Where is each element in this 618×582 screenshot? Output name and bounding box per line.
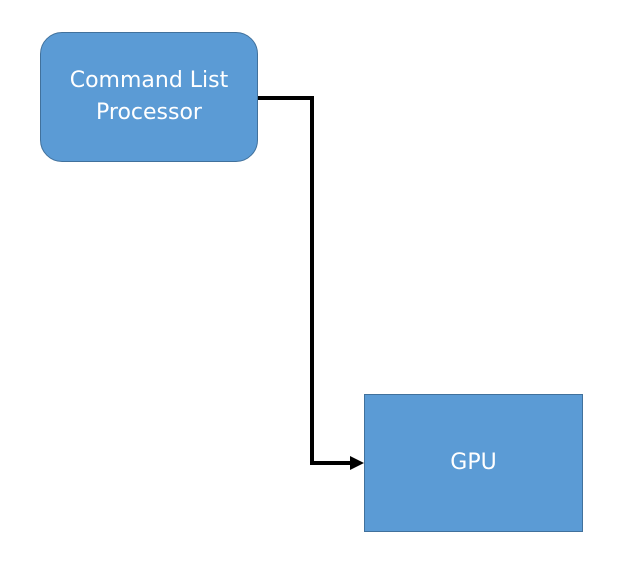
node-command-list-processor[interactable]: Command List Processor — [40, 32, 258, 162]
node-gpu[interactable]: GPU — [364, 394, 583, 532]
connector-line — [258, 96, 352, 465]
node-label: Command List Processor — [69, 68, 229, 125]
arrowhead-icon — [350, 456, 364, 470]
node-label: GPU — [450, 450, 497, 475]
